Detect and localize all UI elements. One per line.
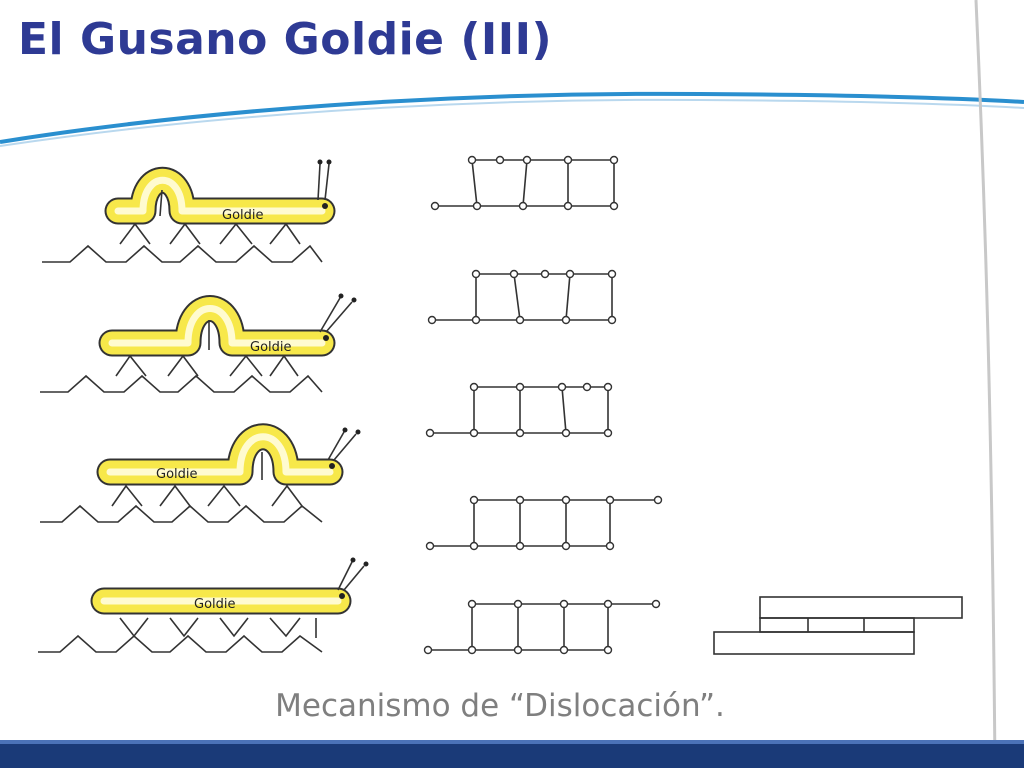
accent-swoosh: [0, 91, 1024, 144]
ground-zigzag: [42, 244, 323, 263]
slide-caption: Mecanismo de “Dislocación”.: [275, 688, 725, 724]
worm-eye: [329, 463, 335, 469]
worm-label: Goldie: [156, 467, 198, 482]
worm-eye: [323, 335, 329, 341]
worm-label: Goldie: [250, 340, 292, 355]
antenna-icon: [317, 159, 332, 201]
antenna-icon: [319, 293, 357, 333]
legs: [111, 484, 303, 507]
worm-panel-4: Goldie: [38, 557, 369, 653]
antenna-icon: [337, 557, 369, 591]
sliding-blocks: [713, 596, 963, 655]
lattice-3: [425, 382, 613, 438]
legs: [115, 354, 299, 377]
worm-eye: [322, 203, 328, 209]
worm-label: Goldie: [194, 597, 236, 612]
footer-band-highlight: [0, 740, 1024, 744]
lattice-4: [425, 495, 663, 551]
worm-eye: [339, 593, 345, 599]
footer-band: [0, 740, 1024, 768]
lattice-2: [427, 269, 617, 325]
legs: [119, 617, 301, 638]
lattice-1: [430, 155, 619, 211]
worm-panel-1: Goldie: [42, 159, 336, 263]
antenna-icon: [327, 427, 361, 461]
slide-title: El Gusano Goldie (III): [18, 14, 553, 65]
accent-swoosh-shadow: [0, 98, 1024, 147]
worm-label: Goldie: [222, 208, 264, 223]
legs: [119, 222, 301, 245]
worm-panel-3: Goldie: [40, 423, 361, 523]
lattice-5: [423, 599, 661, 655]
ground-zigzag: [40, 504, 323, 523]
ground-zigzag: [38, 634, 323, 653]
worm-panel-2: Goldie: [40, 293, 357, 393]
ground-zigzag: [40, 374, 323, 393]
right-edge-line: [974, 0, 997, 768]
